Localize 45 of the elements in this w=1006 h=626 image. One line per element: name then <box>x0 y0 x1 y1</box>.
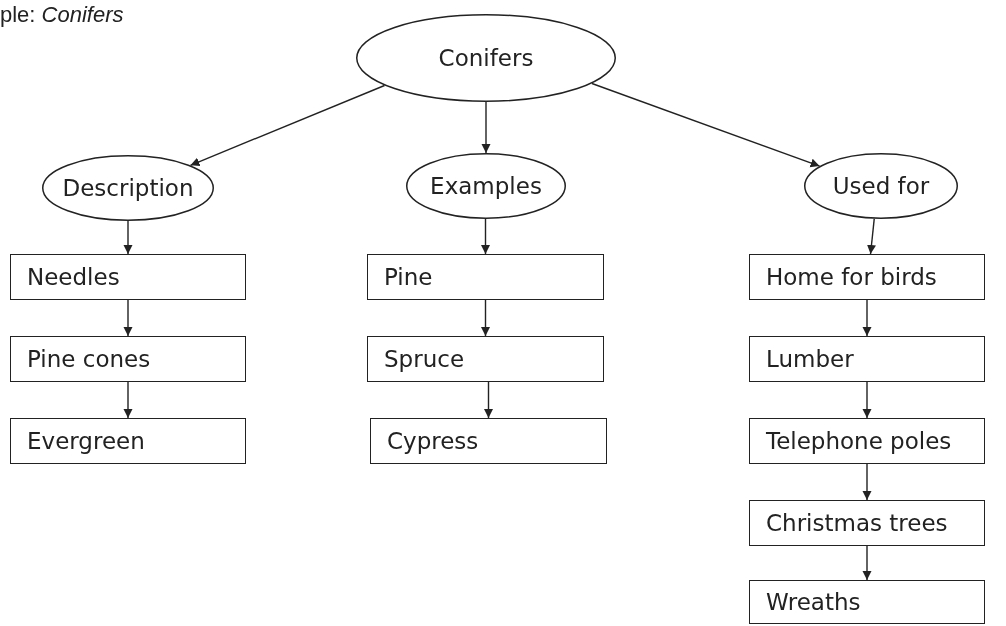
box-node <box>749 336 985 382</box>
arrow <box>481 101 491 154</box>
node-text: Needles <box>27 264 120 290</box>
box-node <box>749 580 985 624</box>
ellipse-node <box>406 153 566 219</box>
node-text: Lumber <box>766 346 854 372</box>
arrow <box>862 463 872 501</box>
arrow <box>123 299 133 337</box>
node-text: Telephone poles <box>766 428 952 454</box>
node-text: Home for birds <box>766 264 937 290</box>
node-text: Conifers <box>438 45 534 71</box>
arrow <box>189 84 386 167</box>
arrow <box>867 218 876 255</box>
arrow <box>123 381 133 419</box>
node-text: Pine <box>384 264 433 290</box>
box-node <box>367 254 604 300</box>
node-text: Christmas trees <box>766 510 948 536</box>
heading-text: ple: Conifers <box>0 2 124 28</box>
box-node <box>10 336 246 382</box>
box-node <box>10 254 246 300</box>
box-node <box>749 254 985 300</box>
node-text: Pine cones <box>27 346 151 372</box>
arrow <box>591 82 821 168</box>
arrow <box>862 545 872 581</box>
arrow <box>481 299 490 337</box>
arrow <box>484 381 493 419</box>
box-node <box>749 418 985 464</box>
arrow <box>862 299 872 337</box>
node-text: Spruce <box>384 346 465 372</box>
ellipse-node <box>42 155 214 221</box>
box-node <box>749 500 985 546</box>
box-node <box>367 336 604 382</box>
arrow <box>481 218 490 255</box>
node-text: Used for <box>832 173 930 199</box>
node-text: Evergreen <box>27 428 145 454</box>
node-text: Examples <box>430 173 542 199</box>
box-node <box>370 418 607 464</box>
node-text: Description <box>62 175 194 201</box>
node-text: Wreaths <box>766 589 861 615</box>
node-text: Cypress <box>387 428 479 454</box>
ellipse-node <box>804 153 958 219</box>
box-node <box>10 418 246 464</box>
arrow <box>862 381 872 419</box>
ellipse-node <box>356 14 616 102</box>
arrow <box>123 220 133 255</box>
